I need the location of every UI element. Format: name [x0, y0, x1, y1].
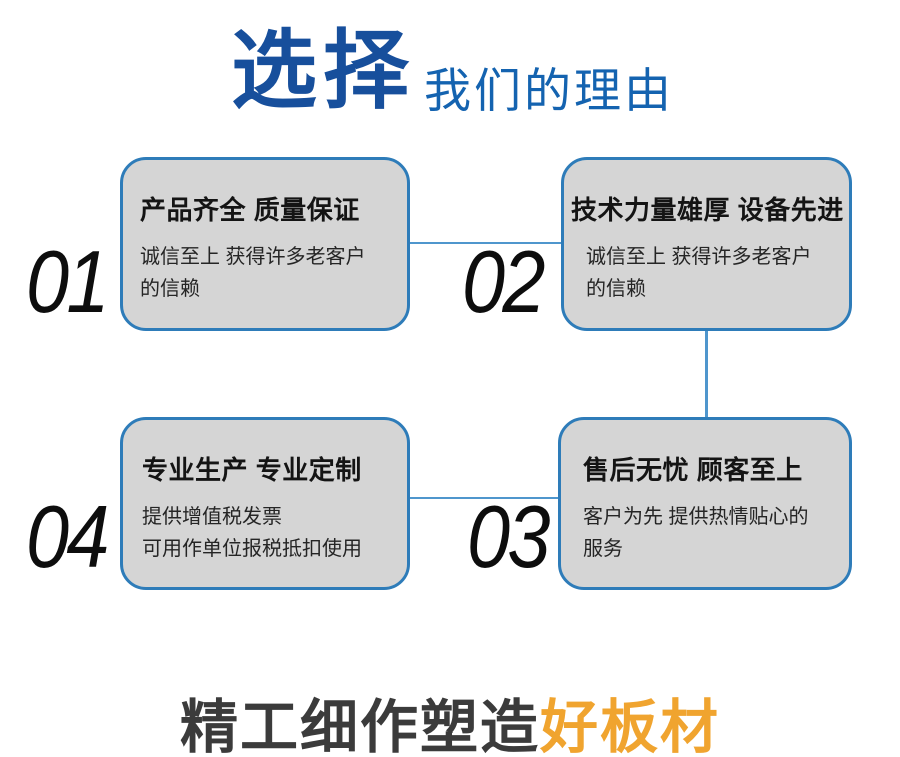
- step-number-03: 03: [467, 487, 551, 586]
- connector-card4-card3: [408, 497, 560, 499]
- reason-card-01-title: 产品齐全 质量保证: [140, 195, 360, 225]
- footer-slogan: 精工细作塑造好板材: [0, 680, 900, 757]
- reason-card-03-title: 售后无忧 顾客至上: [583, 455, 803, 485]
- reason-card-01-desc: 诚信至上 获得许多老客户 的信赖: [140, 246, 366, 300]
- reason-card-04-title: 专业生产 专业定制: [142, 455, 362, 485]
- reason-card-02-title: 技术力量雄厚 设备先进: [571, 195, 844, 225]
- connector-card2-card3: [705, 329, 708, 419]
- reason-card-02-desc: 诚信至上 获得许多老客户 的信赖: [586, 246, 812, 300]
- page-title-accent: 选择: [231, 23, 415, 119]
- reason-card-04-desc: 提供增值税发票 可用作单位报税抵扣使用: [142, 506, 362, 560]
- step-number-04: 04: [26, 487, 110, 586]
- reason-card-04: 专业生产 专业定制 提供增值税发票 可用作单位报税抵扣使用: [120, 417, 410, 590]
- step-number-02: 02: [462, 232, 546, 331]
- page-title-rest: 我们的理由: [424, 64, 674, 117]
- reason-card-01: 产品齐全 质量保证 诚信至上 获得许多老客户 的信赖: [120, 157, 410, 331]
- reason-card-03: 售后无忧 顾客至上 客户为先 提供热情贴心的 服务: [558, 417, 852, 590]
- footer-slogan-dark: 精工细作塑造: [179, 695, 540, 757]
- footer-slogan-accent: 好板材: [540, 695, 721, 757]
- step-number-01: 01: [26, 232, 110, 331]
- connector-card1-card2: [409, 242, 563, 244]
- reason-card-03-desc: 客户为先 提供热情贴心的 服务: [583, 506, 809, 560]
- reason-card-02: 技术力量雄厚 设备先进 诚信至上 获得许多老客户 的信赖: [561, 157, 852, 331]
